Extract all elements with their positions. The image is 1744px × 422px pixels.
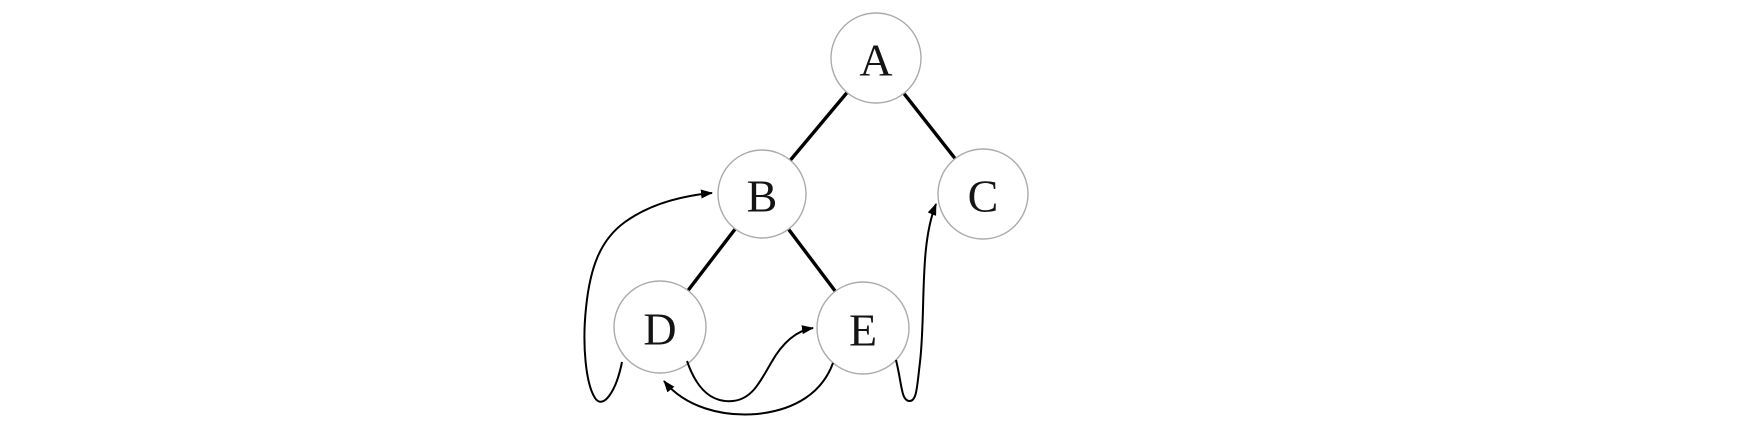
node-C-label: C (968, 171, 999, 222)
directed-edges-layer (583, 189, 937, 416)
node-C-circle (937, 148, 1029, 240)
directed-edge-D-E (686, 325, 814, 403)
node-B-label: B (747, 171, 778, 222)
node-D-label: D (643, 304, 676, 355)
node-D-circle (613, 280, 707, 374)
directed-edge-D-B (583, 189, 713, 403)
node-labels-layer: A B C D E (643, 35, 998, 356)
node-A-circle (830, 12, 922, 104)
node-B-circle (717, 149, 807, 239)
node-E-label: E (849, 305, 877, 356)
directed-edge-E-D (663, 362, 834, 416)
node-E-circle (816, 281, 910, 375)
nodes-layer (613, 12, 1029, 375)
node-A-label: A (859, 35, 892, 86)
directed-edge-E-C (895, 203, 937, 402)
